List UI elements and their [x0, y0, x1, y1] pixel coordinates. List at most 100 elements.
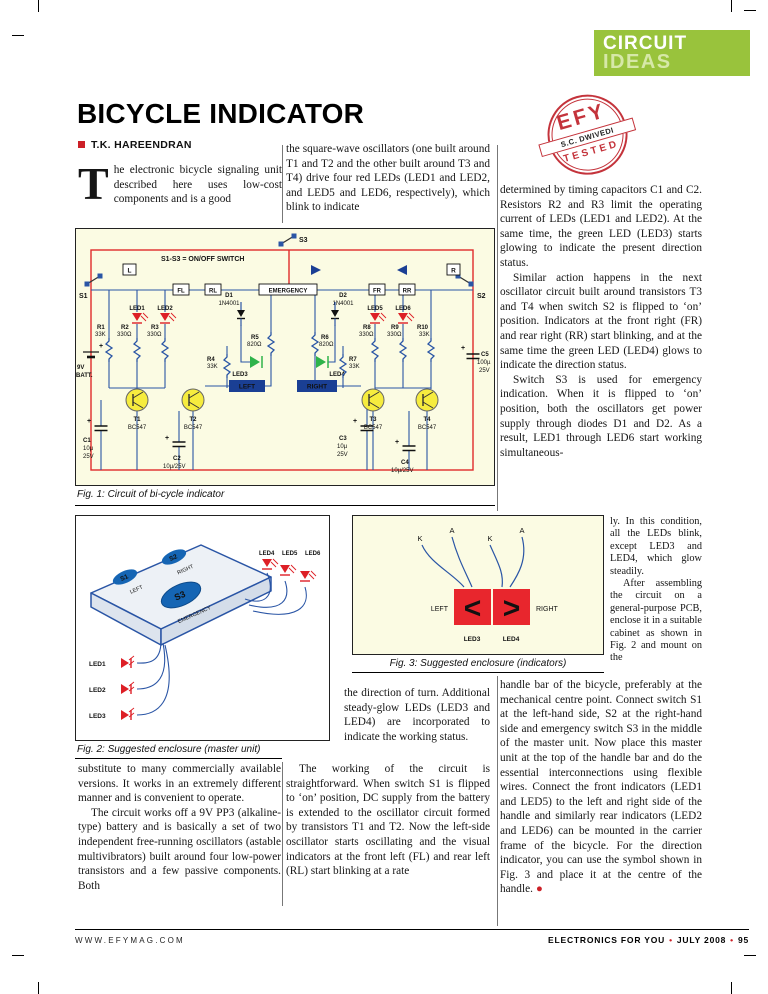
fig3-left-label: LEFT	[431, 606, 449, 613]
efy-tested-stamp: EFY S.C. DWIVEDI TESTED	[536, 82, 645, 191]
left-arrow-symbol: <	[464, 592, 482, 625]
fig1-c3-v2: 25V	[337, 452, 348, 458]
fig1-r10-value: 33K	[419, 332, 430, 338]
fig2-led5-label: LED5	[282, 551, 298, 557]
t2-transistor-icon	[181, 388, 205, 412]
fig1-r7-label: R7	[349, 357, 357, 363]
right-indicator-plate	[297, 380, 337, 392]
fig1-terminal-boxes: L R FL RL EMERGENCY FR RR	[122, 263, 461, 296]
fig1-led1-label: LED1	[129, 306, 145, 312]
fig3-lead-labels: A A K K	[417, 526, 524, 543]
fig1-c3-v1: 10µ	[337, 444, 348, 450]
fig1-diodes: D1 1N4001 D2 1N4001	[218, 293, 354, 327]
c1-plus: +	[87, 418, 91, 425]
fig1-r1-value: 33K	[95, 332, 106, 338]
col2-lower: The working of the circuit is straightfo…	[286, 762, 490, 879]
fig1-resistors: R1 33K R2 330Ω R3 330Ω R8 330Ω R9 330Ω R…	[95, 325, 435, 379]
fig2-leds: LED4 LED5 LED6 LED1 LED2 LED3	[89, 551, 321, 721]
fig1-fl-box: FL	[177, 288, 185, 294]
fig1-emergency-box: EMERGENCY	[269, 288, 308, 294]
fig1-t4-label: T4	[423, 417, 431, 423]
s1-switch-button	[112, 569, 138, 585]
paragraph: the square-wave oscillators (one built a…	[286, 143, 490, 214]
fig1-transistors: T1 BC547 T2 BC547 T3 BC547 T4 BC547	[125, 388, 439, 431]
anode-label: A	[449, 526, 454, 535]
footer-rule	[75, 929, 749, 930]
c5-plus: +	[461, 345, 465, 352]
fig1-t3-type: BC547	[364, 425, 383, 431]
fig2-svg: S1 LEFT S2 RIGHT S3 EMERGENCY LED4 LED5 …	[75, 515, 330, 741]
fig1-t2-type: BC547	[184, 425, 203, 431]
paragraph: handle bar of the bicycle, preferably at…	[500, 679, 702, 896]
fig1-power-rails	[90, 249, 474, 471]
fig2-left-label: LEFT	[129, 584, 144, 595]
fig1-circuit-figure: S1-S3 = ON/OFF SWITCH S3 S1 S2 L R FL RL…	[75, 228, 495, 486]
fig1-c5-label: C5	[481, 352, 489, 358]
battery-plus: +	[99, 343, 103, 350]
fig3-wires	[421, 536, 525, 588]
fig1-switch-note: S1-S3 = ON/OFF SWITCH	[161, 256, 244, 263]
fig2-led2-label: LED2	[89, 687, 106, 694]
fig1-led6-label: LED6	[395, 306, 411, 312]
fig2-wires	[136, 572, 307, 716]
caption-rule	[352, 672, 604, 673]
fig1-c1-label: C1	[83, 438, 91, 444]
fig1-rl-box: RL	[209, 288, 217, 294]
anode-label: A	[519, 526, 524, 535]
author-name: T.K. HAREENDRAN	[91, 139, 192, 151]
fig1-capacitors: + C1 10µ 25V + C2 10µ/25V + C3 10µ 25V +…	[83, 345, 491, 474]
cathode-label: K	[417, 534, 422, 543]
left-indicator-plate	[229, 380, 265, 392]
s2-switch-button	[161, 549, 187, 565]
fig1-t4-type: BC547	[418, 425, 437, 431]
fig1-caption: Fig. 1: Circuit of bi-cycle indicator	[77, 489, 225, 500]
paragraph: determined by timing capacitors C1 and C…	[500, 184, 702, 269]
paragraph: The circuit works off a 9V PP3 (alkaline…	[78, 806, 281, 892]
t1-transistor-icon	[125, 388, 149, 412]
col2-narrow: the direction of turn. Additional steady…	[344, 686, 490, 744]
footer-page-number: 95	[737, 935, 749, 945]
s3-switch-button	[160, 581, 202, 609]
fig2-s3-label: S3	[173, 589, 187, 603]
fig1-r2-label: R2	[121, 325, 129, 331]
fig1-leds: LED1 LED2 LED5 LED6 LED3 LED4 LEFT RIGHT	[129, 306, 415, 392]
fig1-batt-label: BATT.	[76, 373, 93, 379]
fig2-led6-label: LED6	[305, 551, 321, 557]
footer-brand: ELECTRONICS FOR YOU	[548, 935, 666, 945]
fig1-batt-v: 9V	[77, 365, 84, 371]
col3-lower: handle bar of the bicycle, preferably at…	[500, 678, 702, 897]
fig2-led3-label: LED3	[89, 713, 106, 720]
fig3-svg: A A K K < > LEFT RIGHT LED3 LED4	[352, 515, 604, 655]
fig1-fr-box: FR	[373, 288, 382, 294]
fig3-frame	[352, 515, 604, 655]
arrow-left-icon	[397, 265, 407, 275]
fig1-r4-value: 33K	[207, 364, 218, 370]
col3-upper: determined by timing capacitors C1 and C…	[500, 183, 702, 460]
fig1-switches: S1-S3 = ON/OFF SWITCH S3 S1 S2	[79, 232, 486, 300]
fig2-enclosure-box: S1 LEFT S2 RIGHT S3 EMERGENCY	[90, 544, 272, 646]
fig3-caption: Fig. 3: Suggested enclosure (indicators)	[389, 658, 567, 669]
fig1-c2-label: C2	[173, 456, 181, 462]
col2-top: the square-wave oscillators (one built a…	[286, 142, 490, 215]
right-arrow-plate	[493, 589, 530, 625]
c2-plus: +	[165, 435, 169, 442]
fig1-r8-value: 330Ω	[359, 332, 374, 338]
author-line: T.K. HAREENDRAN	[78, 139, 192, 151]
caption-rule	[75, 505, 495, 506]
fig1-r9-value: 330Ω	[387, 332, 402, 338]
fig1-c5-v2: 25V	[479, 368, 490, 374]
footer-issue: JULY 2008	[676, 935, 727, 945]
crop-mark	[731, 0, 732, 12]
section-banner: CIRCUIT IDEAS	[594, 30, 750, 76]
crop-mark	[38, 982, 39, 994]
fig1-d1-type: 1N4001	[218, 301, 240, 307]
fig1-led5-label: LED5	[367, 306, 383, 312]
fig1-r5-value: 820Ω	[247, 342, 262, 348]
fig2-led1-label: LED1	[89, 661, 106, 668]
paragraph: After assembling the circuit on a genera…	[610, 578, 702, 664]
fig1-left-label: LEFT	[239, 384, 255, 391]
paragraph: the direction of turn. Additional steady…	[344, 687, 490, 743]
fig1-battery: + 9V BATT.	[76, 343, 103, 379]
